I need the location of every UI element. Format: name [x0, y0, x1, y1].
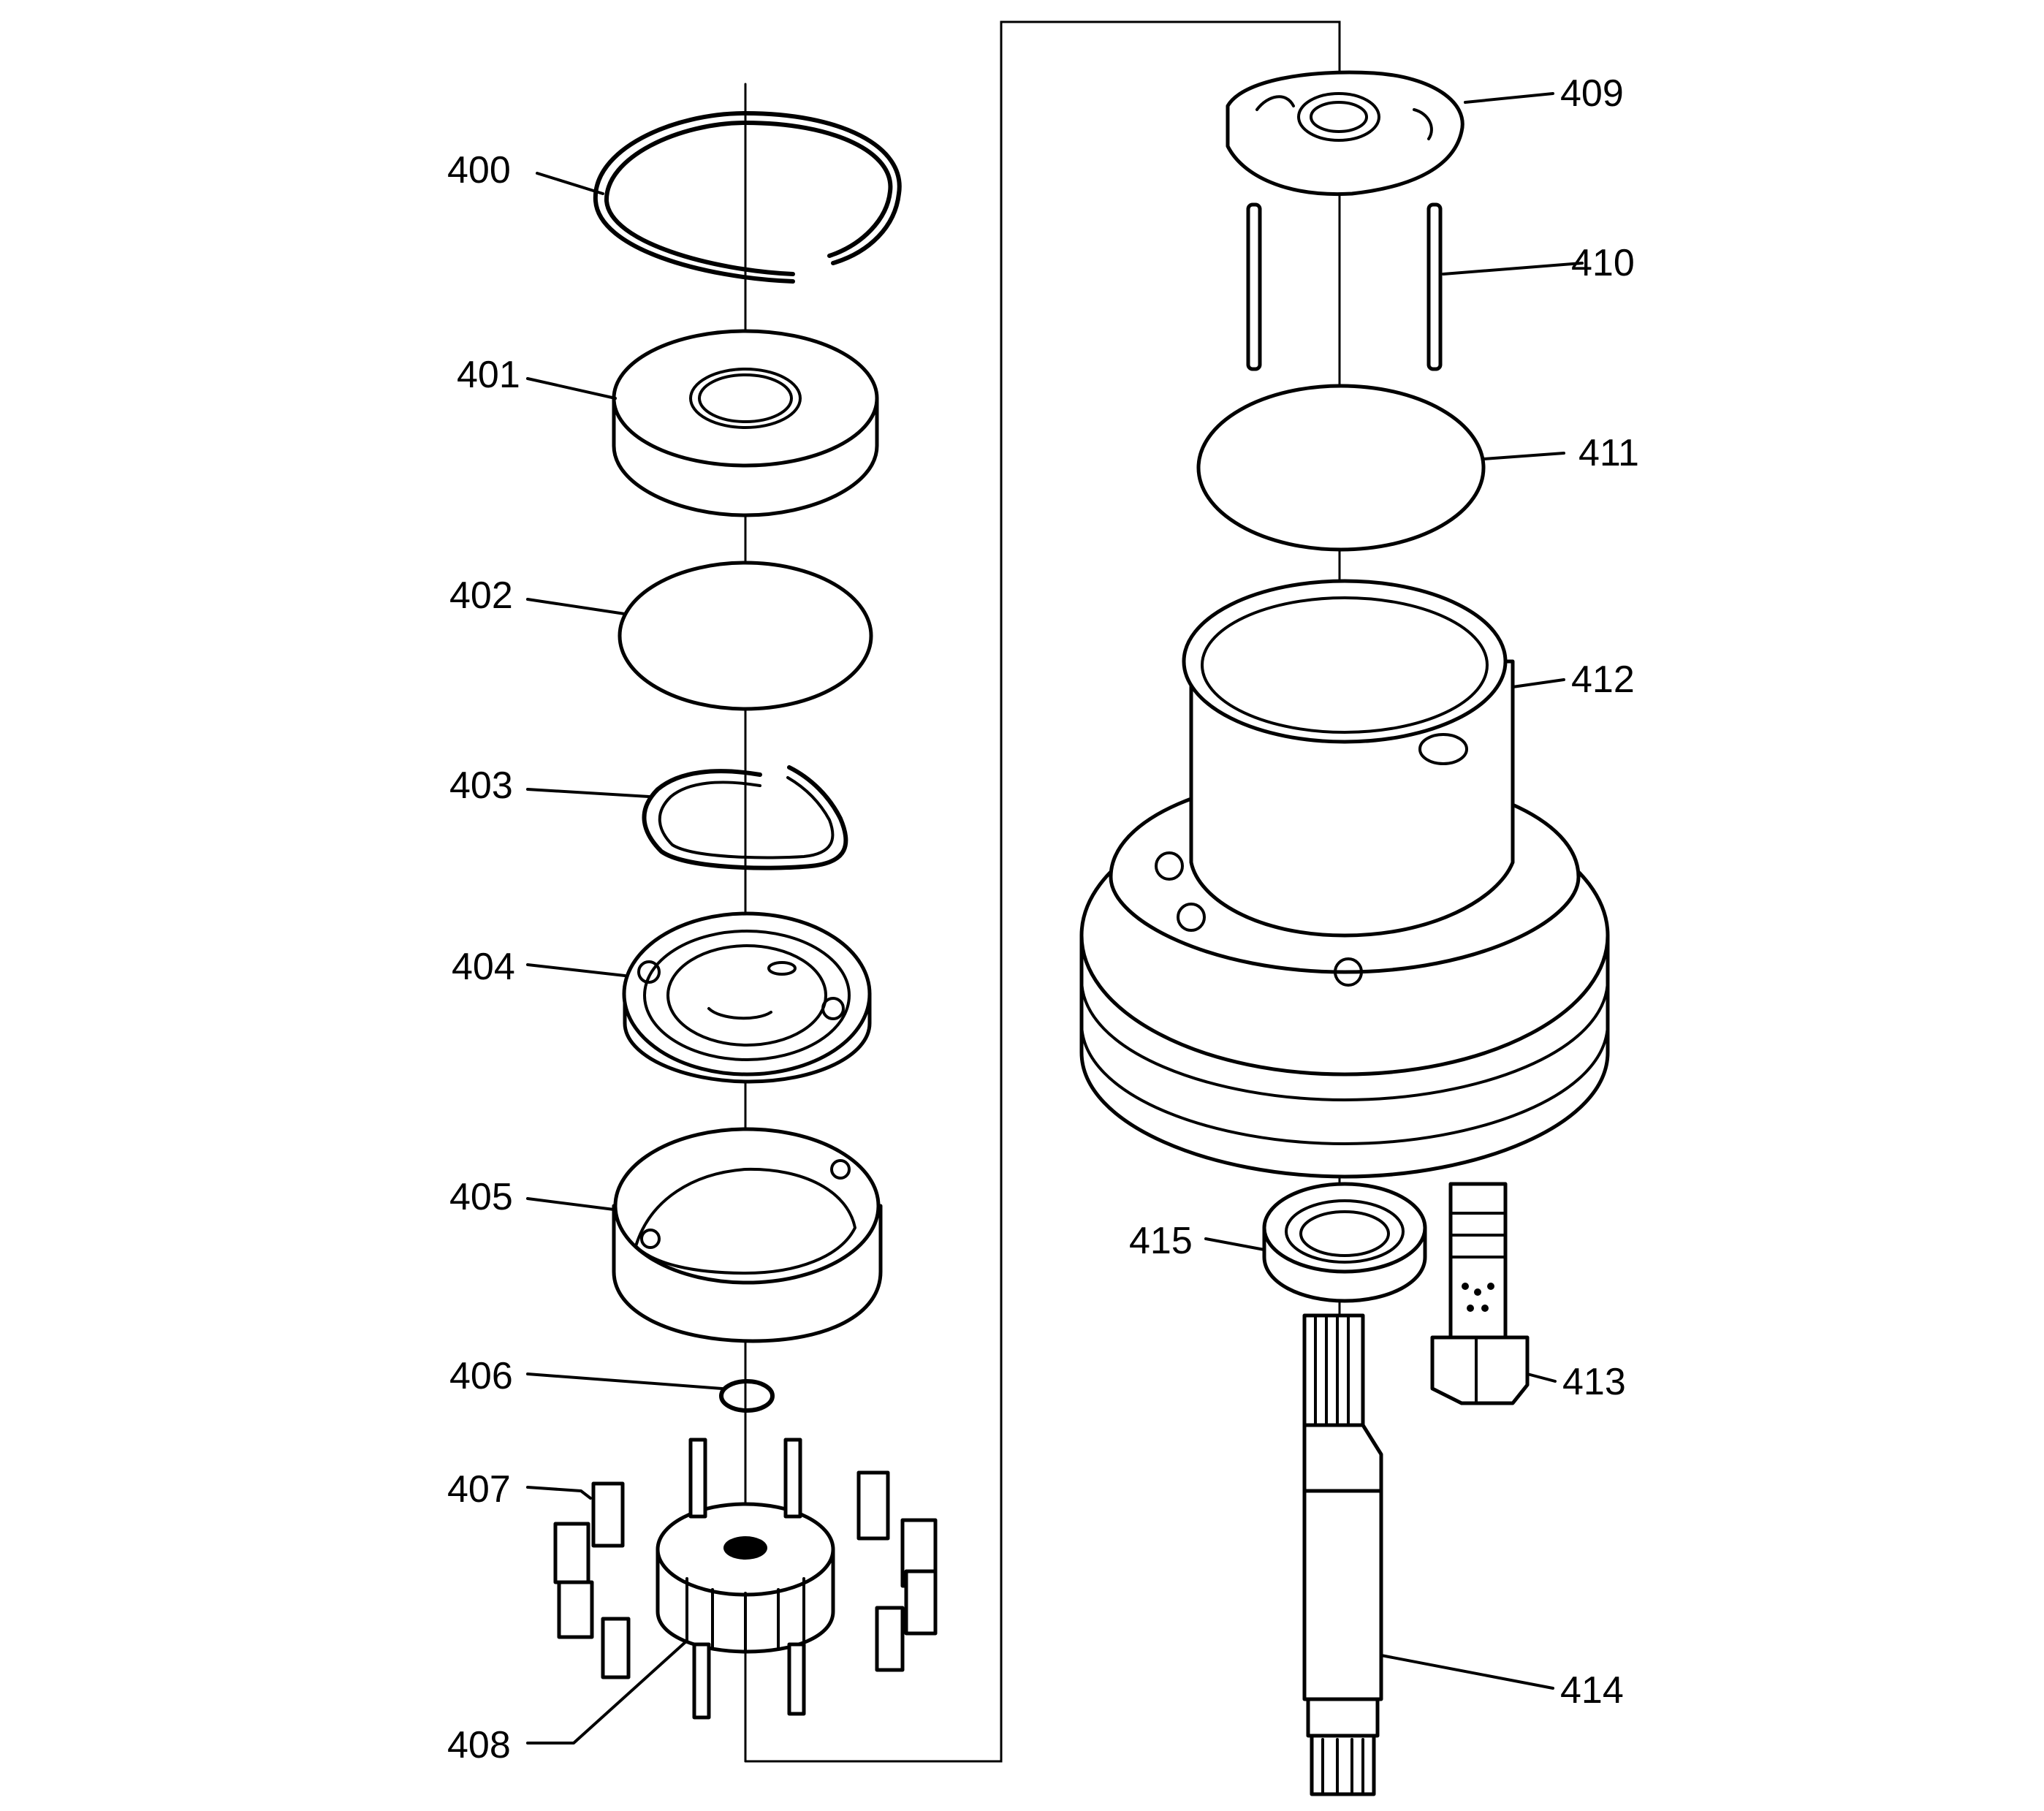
part-415-bearing-seal [1262, 1182, 1427, 1303]
part-413-fitting-bolt [1430, 1182, 1530, 1405]
part-410-dowel-pins [1246, 202, 1443, 371]
part-406-small-o-ring [719, 1379, 775, 1413]
part-409-pressure-plate [1226, 70, 1464, 197]
callout-412: 412 [1571, 658, 1635, 701]
callout-410: 410 [1571, 242, 1635, 284]
part-407-vanes [553, 1438, 938, 1720]
callout-406: 406 [449, 1355, 513, 1397]
callout-405: 405 [449, 1176, 513, 1218]
part-414-drive-shaft [1302, 1313, 1383, 1796]
part-412-pump-housing [1079, 579, 1610, 1179]
callout-408: 408 [447, 1724, 511, 1766]
part-402-seal-ring [618, 561, 873, 711]
leader-lines [526, 92, 1584, 1744]
part-405-cam-ring [612, 1127, 883, 1343]
callout-401: 401 [457, 354, 520, 396]
callout-415: 415 [1129, 1220, 1193, 1262]
callout-413: 413 [1562, 1361, 1626, 1403]
part-401-cover-disc [612, 329, 879, 517]
callout-402: 402 [449, 574, 513, 617]
part-404-pressure-plate [622, 911, 872, 1084]
part-408-rotor [656, 1502, 835, 1654]
callout-404: 404 [452, 946, 515, 988]
callout-403: 403 [449, 764, 513, 807]
callout-411: 411 [1578, 432, 1639, 474]
callout-414: 414 [1560, 1669, 1624, 1712]
callout-409: 409 [1560, 72, 1624, 115]
callout-labels: 400 401 402 403 404 405 406 407 408 409 … [447, 72, 1639, 1766]
part-400-snap-ring [593, 111, 902, 284]
callout-407: 407 [447, 1468, 511, 1511]
part-411-seal-ring [1196, 384, 1486, 552]
callout-400: 400 [447, 149, 511, 191]
part-403-spring-clip [642, 765, 848, 870]
